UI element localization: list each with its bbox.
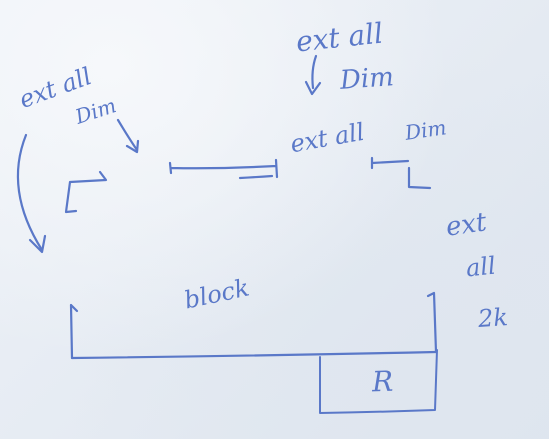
r-box-outline [319, 349, 438, 414]
left-curved-arrow [16, 133, 44, 252]
left-bracket [64, 170, 108, 214]
label-dim-top-right: Dim [339, 62, 395, 96]
label-ext-far-right: ext [444, 207, 489, 243]
right-bracket [370, 156, 432, 190]
label-two-k: 2k [477, 302, 509, 334]
left-short-arrow-head [125, 139, 140, 154]
left-end-tick [69, 303, 79, 360]
left-short-arrow [116, 118, 139, 152]
right-end-tick [426, 291, 438, 354]
baseline-line [70, 350, 438, 360]
left-arrow-head [28, 234, 47, 254]
label-r-box: R [371, 364, 394, 399]
top-dim-line [168, 158, 279, 180]
label-all-far-right: all [464, 251, 498, 283]
top-right-arrow [311, 54, 318, 90]
top-right-arrow-head [304, 80, 322, 96]
label-dim-mid-right: Dim [403, 115, 448, 145]
